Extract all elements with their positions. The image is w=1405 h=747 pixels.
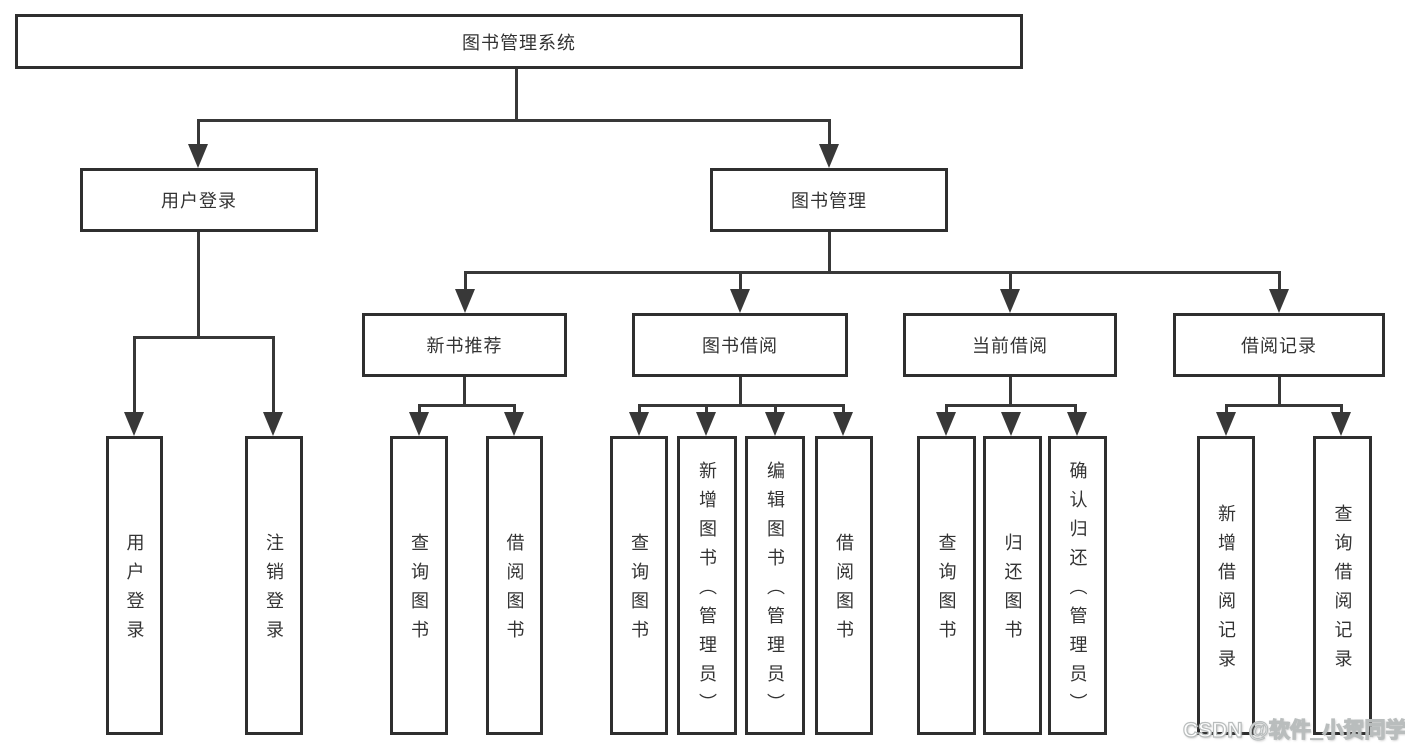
leaf-edit-books-admin: 编辑图书（管理员） xyxy=(745,436,805,735)
arrow-down-icon xyxy=(124,412,144,436)
connector xyxy=(705,404,708,416)
leaf-label: 用户登录 xyxy=(124,533,145,649)
arrow-down-icon xyxy=(1067,412,1087,436)
leaf-label: 查询图书 xyxy=(629,533,649,649)
node-current-borrow: 当前借阅 xyxy=(903,313,1117,377)
connector xyxy=(418,404,516,407)
leaf-logout: 注销登录 xyxy=(245,436,303,735)
arrow-down-icon xyxy=(833,412,853,436)
connector xyxy=(197,119,200,149)
connector xyxy=(464,271,467,293)
node-borrow-records: 借阅记录 xyxy=(1173,313,1385,377)
connector xyxy=(1340,404,1343,416)
node-book-borrow: 图书借阅 xyxy=(632,313,848,377)
node-label: 当前借阅 xyxy=(972,336,1048,356)
leaf-add-books-admin: 新增图书（管理员） xyxy=(677,436,737,735)
connector xyxy=(828,232,831,273)
connector xyxy=(1225,404,1343,407)
node-label: 用户登录 xyxy=(161,191,237,211)
node-label: 新书推荐 xyxy=(426,336,503,356)
arrow-down-icon xyxy=(629,412,649,436)
leaf-borrow-books: 借阅图书 xyxy=(815,436,873,735)
leaf-label: 借阅图书 xyxy=(834,533,854,649)
connector xyxy=(739,377,742,406)
node-label: 图书管理系统 xyxy=(462,32,576,53)
arrow-down-icon xyxy=(455,289,475,313)
leaf-label: 新增借阅记录 xyxy=(1216,504,1236,678)
connector xyxy=(418,404,421,416)
connector xyxy=(739,271,742,293)
connector xyxy=(513,404,516,416)
leaf-return-books: 归还图书 xyxy=(983,436,1042,735)
arrow-down-icon xyxy=(819,144,839,168)
connector xyxy=(1225,404,1228,416)
leaf-query-borrow-record: 查询借阅记录 xyxy=(1313,436,1372,735)
node-new-book-recommend: 新书推荐 xyxy=(362,313,567,377)
leaf-confirm-return-admin: 确认归还（管理员） xyxy=(1048,436,1107,735)
connector xyxy=(1074,404,1077,416)
leaf-user-login: 用户登录 xyxy=(106,436,163,735)
connector xyxy=(638,404,845,407)
connector xyxy=(133,336,275,339)
connector xyxy=(1009,271,1012,293)
connector xyxy=(638,404,641,416)
arrow-down-icon xyxy=(263,412,283,436)
arrow-down-icon xyxy=(1000,289,1020,313)
connector xyxy=(774,404,777,416)
connector xyxy=(1278,271,1281,293)
arrow-down-icon xyxy=(936,412,956,436)
node-label: 图书管理 xyxy=(791,191,867,211)
arrow-down-icon xyxy=(696,412,716,436)
arrow-down-icon xyxy=(1216,412,1236,436)
leaf-label: 确认归还（管理员） xyxy=(1067,460,1088,722)
leaf-recommend-query-books: 查询图书 xyxy=(390,436,448,735)
connector xyxy=(463,377,466,406)
node-library-system: 图书管理系统 xyxy=(15,14,1023,69)
leaf-label: 注销登录 xyxy=(264,533,284,649)
leaf-borrow-query-books: 查询图书 xyxy=(610,436,668,735)
leaf-label: 查询图书 xyxy=(409,533,429,649)
leaf-label: 新增图书（管理员） xyxy=(697,460,717,722)
connector xyxy=(272,336,275,414)
arrow-down-icon xyxy=(765,412,785,436)
arrow-down-icon xyxy=(1001,412,1021,436)
connector xyxy=(197,232,200,339)
leaf-label: 借阅图书 xyxy=(504,533,525,649)
connector xyxy=(828,119,831,149)
leaf-label: 编辑图书（管理员） xyxy=(765,460,785,722)
arrow-down-icon xyxy=(1269,289,1289,313)
connector xyxy=(1278,377,1281,406)
arrow-down-icon xyxy=(504,412,524,436)
arrow-down-icon xyxy=(1331,412,1351,436)
leaf-label: 归还图书 xyxy=(1002,533,1023,649)
connector xyxy=(1009,377,1012,406)
node-label: 图书借阅 xyxy=(702,336,778,356)
leaf-label: 查询借阅记录 xyxy=(1332,504,1353,678)
connector xyxy=(945,404,948,416)
connector xyxy=(515,69,518,121)
leaf-label: 查询图书 xyxy=(936,533,957,649)
node-label: 借阅记录 xyxy=(1241,336,1317,356)
node-book-management: 图书管理 xyxy=(710,168,948,232)
leaf-add-borrow-record: 新增借阅记录 xyxy=(1197,436,1255,735)
connector xyxy=(464,271,1281,274)
connector xyxy=(133,336,136,414)
leaf-recommend-borrow-books: 借阅图书 xyxy=(486,436,543,735)
arrow-down-icon xyxy=(409,412,429,436)
arrow-down-icon xyxy=(730,289,750,313)
connector xyxy=(945,404,1077,407)
node-user-login: 用户登录 xyxy=(80,168,318,232)
connector xyxy=(197,119,831,122)
arrow-down-icon xyxy=(188,144,208,168)
connector xyxy=(842,404,845,416)
csdn-watermark: CSDN @软件_小贺同学 xyxy=(1182,718,1405,742)
leaf-current-query-books: 查询图书 xyxy=(917,436,976,735)
